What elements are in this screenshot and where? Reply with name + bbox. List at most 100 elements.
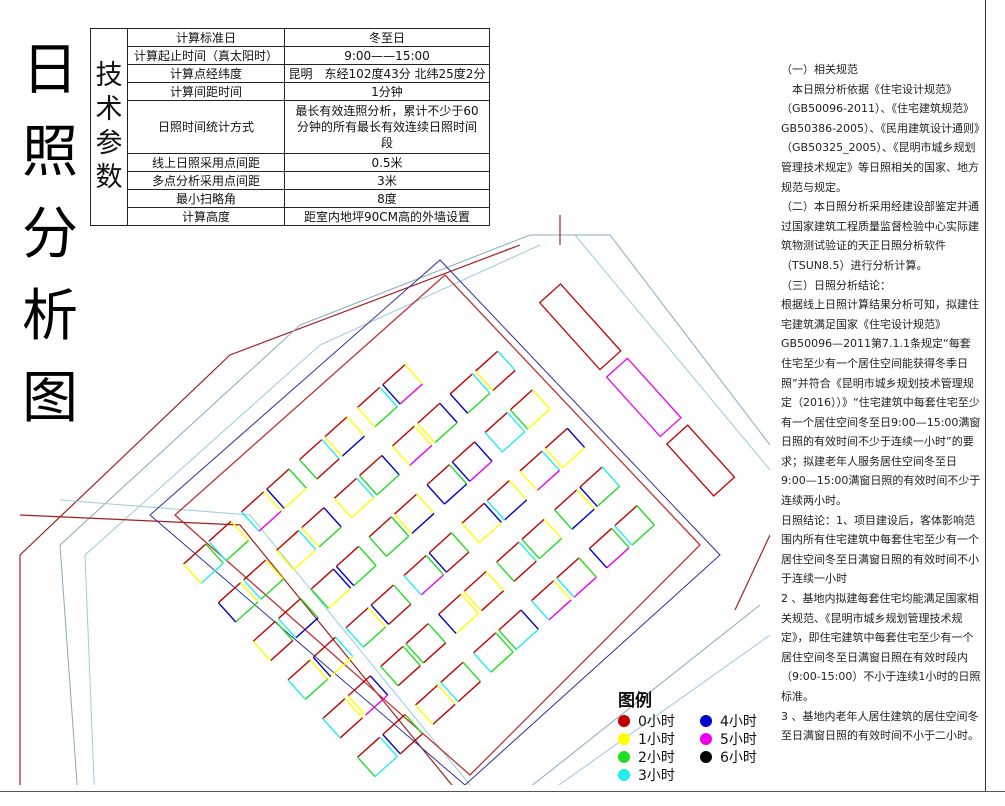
building-edge xyxy=(380,665,399,687)
param-label: 计算间距时间 xyxy=(127,82,285,101)
building-edge xyxy=(356,386,381,408)
building-edge xyxy=(576,489,595,510)
existing-building xyxy=(538,283,622,371)
building-edge xyxy=(469,460,493,482)
building-edge xyxy=(415,684,439,706)
legend-swatch-2h xyxy=(618,750,630,763)
building-edge xyxy=(304,678,329,700)
note-paragraph: 3 、基地内老年人居住建筑的居住空间冬至日满窗日照的有效时间不小于二小时。 xyxy=(781,709,979,743)
building-edge xyxy=(379,386,398,408)
building-edge xyxy=(328,587,352,609)
building-edge xyxy=(370,584,394,606)
building-edge xyxy=(321,439,340,460)
building-edge xyxy=(301,527,320,548)
building-edge xyxy=(518,541,537,562)
building-edge xyxy=(391,425,416,447)
building-edge xyxy=(530,580,555,602)
building-edge xyxy=(260,578,284,600)
note-heading: （一）相关规范 xyxy=(781,63,858,76)
building-edge xyxy=(266,488,285,509)
building-edge xyxy=(274,620,294,642)
building-edge xyxy=(287,659,311,681)
param-label: 计算点经纬度 xyxy=(127,64,285,83)
building-edge xyxy=(439,402,458,424)
building-edge xyxy=(428,552,448,573)
building-edge xyxy=(427,623,447,644)
building-edge xyxy=(501,431,526,453)
legend-label: 1小时 xyxy=(638,731,675,748)
building-edge xyxy=(324,416,348,438)
building-edge xyxy=(636,505,655,526)
building-edge xyxy=(258,510,282,532)
building-edge xyxy=(492,369,516,392)
building-edge xyxy=(548,599,572,621)
building-edge xyxy=(240,582,259,603)
building-edge xyxy=(543,518,563,540)
building-edge xyxy=(527,408,551,430)
building-edge xyxy=(405,643,424,664)
building-edge xyxy=(183,563,202,584)
building-edge xyxy=(409,444,433,466)
building-edge xyxy=(544,447,564,469)
side-char: 技 xyxy=(95,60,123,91)
building-edge xyxy=(483,502,503,524)
building-edge xyxy=(504,499,528,521)
building-edge xyxy=(461,502,485,524)
building-edge xyxy=(368,516,392,538)
building-edge xyxy=(485,570,505,592)
building-edge xyxy=(508,480,528,501)
param-label: 计算标准日 xyxy=(127,28,285,47)
legend-swatch-4h xyxy=(700,714,712,727)
building-edge xyxy=(344,698,363,719)
side-char: 术 xyxy=(95,94,123,125)
legend-label: 4小时 xyxy=(720,713,757,730)
legend-item: 0小时 xyxy=(618,712,694,730)
building-edge xyxy=(451,461,471,482)
building-edge xyxy=(339,717,363,739)
building-edge xyxy=(288,468,308,489)
building-edge xyxy=(440,661,464,683)
building-edge xyxy=(382,384,401,405)
building-edge xyxy=(450,532,470,553)
building-edge xyxy=(393,493,418,515)
side-char: 参 xyxy=(95,128,123,159)
building-edge xyxy=(265,559,284,580)
building-edge xyxy=(414,704,434,725)
building-edge xyxy=(310,568,334,590)
building-edge xyxy=(544,427,568,449)
building-edge xyxy=(358,545,377,567)
existing-building xyxy=(665,424,736,497)
param-label: 线上日照采用点间距 xyxy=(127,153,285,172)
building-edge xyxy=(333,497,353,519)
building-edge xyxy=(443,483,468,505)
building-edge xyxy=(346,416,365,437)
building-edge xyxy=(414,425,433,446)
building-edge xyxy=(467,392,491,414)
building-edge xyxy=(335,545,360,567)
building-edge xyxy=(386,535,410,557)
building-edge xyxy=(351,497,375,519)
building-edge xyxy=(217,602,237,623)
legend-label: 2小时 xyxy=(638,749,675,766)
building-edge xyxy=(225,540,249,562)
building-edge xyxy=(235,601,259,623)
building-edge xyxy=(299,439,323,461)
building-edge xyxy=(312,636,336,658)
building-edge xyxy=(301,507,325,529)
building-edge xyxy=(393,513,413,534)
building-edge xyxy=(448,464,468,485)
building-edge xyxy=(509,409,529,430)
building-edge xyxy=(243,559,267,581)
param-value: 昆明 东经102度43分 北纬25度2分 xyxy=(284,64,490,83)
roads xyxy=(19,215,770,785)
param-label: 计算起止时间（真太阳时） xyxy=(127,46,285,65)
building-edge xyxy=(495,632,514,653)
building-edge xyxy=(347,675,371,697)
building-edge xyxy=(596,485,621,507)
legend-swatch-1h xyxy=(618,732,630,745)
building-edge xyxy=(426,484,445,505)
building-edge xyxy=(369,675,389,696)
building-edge xyxy=(376,474,400,496)
building-edge xyxy=(382,364,406,386)
building-edge xyxy=(606,547,630,569)
